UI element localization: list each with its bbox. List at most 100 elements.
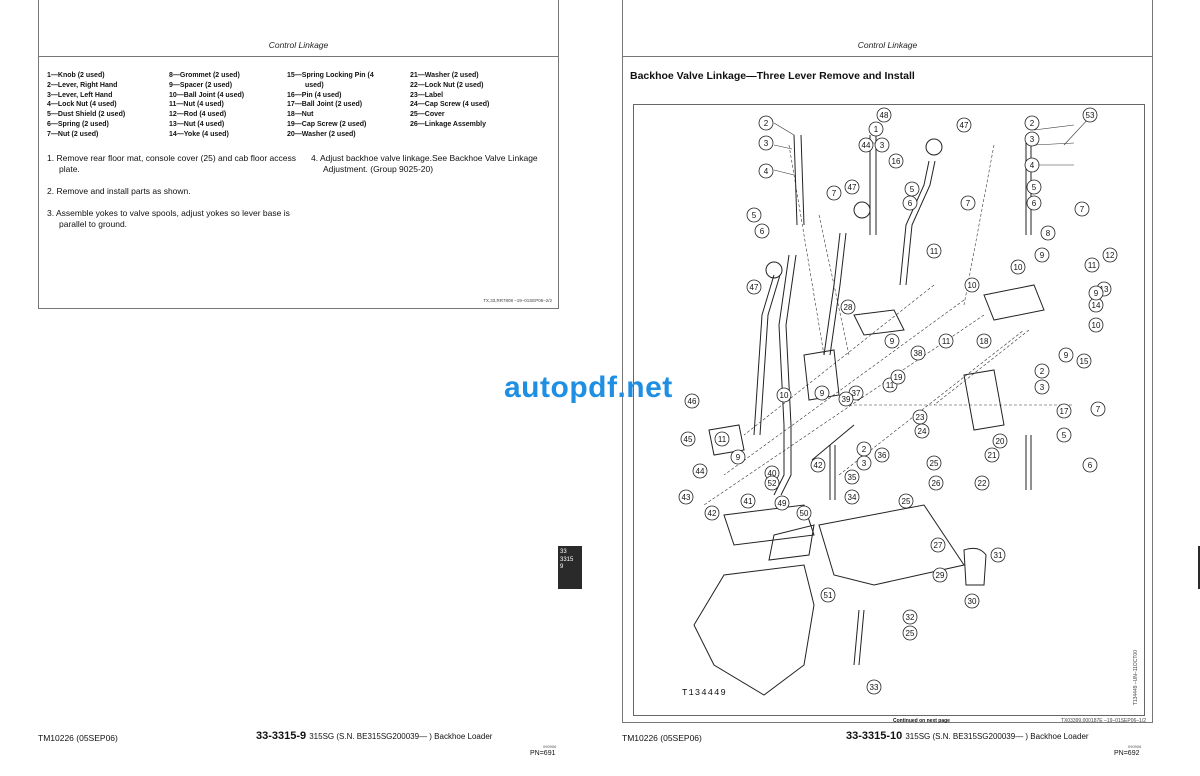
svg-text:6: 6: [908, 199, 913, 208]
svg-text:33: 33: [870, 683, 879, 692]
svg-text:47: 47: [960, 121, 969, 130]
svg-text:13: 13: [1100, 285, 1109, 294]
callout-1: 1: [868, 121, 884, 137]
svg-text:53: 53: [1086, 111, 1095, 120]
svg-text:11: 11: [886, 381, 895, 390]
legend-item: 21—Washer (2 used): [410, 72, 479, 79]
callout-51: 51: [820, 587, 836, 603]
svg-text:31: 31: [994, 551, 1003, 560]
callout-11: 11: [1084, 257, 1100, 273]
svg-text:50: 50: [800, 509, 809, 518]
callout-20: 20: [992, 433, 1008, 449]
callout-34: 34: [844, 489, 860, 505]
svg-text:6: 6: [760, 227, 765, 236]
callout-7: 7: [1090, 401, 1106, 417]
svg-text:3: 3: [1040, 383, 1045, 392]
callout-9: 9: [1034, 247, 1050, 263]
callout-6: 6: [1082, 457, 1098, 473]
svg-text:7: 7: [1096, 405, 1101, 414]
legend-item: 23—Label: [410, 91, 444, 99]
svg-text:2: 2: [1040, 367, 1045, 376]
tab-line: 3315: [560, 556, 574, 563]
legend-item: 1—Knob (2 used): [47, 72, 105, 79]
callout-2: 2: [1024, 115, 1040, 131]
legend-item: 24—Cap Screw (4 used): [410, 101, 490, 109]
svg-text:46: 46: [688, 397, 697, 406]
callout-17: 17: [1056, 403, 1072, 419]
svg-text:3: 3: [880, 141, 885, 150]
continued-note: Continued on next page: [893, 718, 950, 724]
svg-text:14: 14: [1092, 301, 1101, 310]
callout-5: 5: [746, 207, 762, 223]
svg-text:32: 32: [906, 613, 915, 622]
legend-item: 5—Dust Shield (2 used): [47, 111, 126, 119]
svg-text:5: 5: [1032, 183, 1037, 192]
svg-text:40: 40: [768, 469, 777, 478]
svg-text:30: 30: [968, 597, 977, 606]
callout-10: 10: [964, 277, 980, 293]
legend-item: 19—Cap Screw (2 used): [287, 120, 367, 128]
svg-text:22: 22: [978, 479, 987, 488]
callout-52: 52: [764, 475, 780, 491]
callout-2: 2: [856, 441, 872, 457]
svg-text:38: 38: [914, 349, 923, 358]
legend-item: 25—Cover: [410, 111, 445, 119]
svg-text:23: 23: [916, 413, 925, 422]
callout-9: 9: [730, 449, 746, 465]
figure-vertical-code: T134449 –UN–11OCT00: [1133, 649, 1139, 705]
callout-47: 47: [844, 179, 860, 195]
legend-item: 6—Spring (2 used): [47, 120, 109, 128]
svg-text:9: 9: [1064, 351, 1069, 360]
callout-9: 9: [884, 333, 900, 349]
callout-30: 30: [964, 593, 980, 609]
callout-9: 9: [1058, 347, 1074, 363]
step-2: 2. Remove and install parts as shown.: [47, 186, 191, 196]
svg-text:51: 51: [824, 591, 833, 600]
callout-3: 3: [1034, 379, 1050, 395]
svg-text:49: 49: [778, 499, 787, 508]
svg-text:4: 4: [764, 167, 769, 176]
parts-legend: 1—Knob (2 used)8—Grommet (2 used)15—Spri…: [47, 71, 552, 140]
legend-item: 12—Rod (4 used): [169, 111, 227, 119]
callout-15: 15: [1076, 353, 1092, 369]
control-linkage-section-right: Control Linkage Backhoe Valve Linkage—Th…: [622, 0, 1153, 724]
legend-item: 14—Yoke (4 used): [169, 130, 229, 138]
legend-item: 9—Spacer (2 used): [169, 81, 233, 89]
section-divider: [39, 56, 558, 57]
callout-27: 27: [930, 537, 946, 553]
tm-number: TM10226 (05SEP06): [622, 733, 702, 743]
callout-5: 5: [1026, 179, 1042, 195]
callout-2: 2: [758, 115, 774, 131]
callout-47: 47: [746, 279, 762, 295]
svg-text:8: 8: [1046, 229, 1051, 238]
svg-text:21: 21: [988, 451, 997, 460]
legend-item: used): [305, 81, 324, 89]
callout-3: 3: [1024, 131, 1040, 147]
date-code: 090906: [543, 744, 557, 749]
callout-39: 39: [838, 391, 854, 407]
callout-7: 7: [960, 195, 976, 211]
svg-text:11: 11: [718, 435, 727, 444]
svg-text:11: 11: [1088, 261, 1097, 270]
svg-text:10: 10: [780, 391, 789, 400]
svg-text:43: 43: [682, 493, 691, 502]
callout-22: 22: [974, 475, 990, 491]
legend-item: 26—Linkage Assembly: [410, 120, 486, 128]
svg-text:20: 20: [996, 437, 1005, 446]
left-page: Control Linkage 1—Knob (2 used)8—Grommet…: [38, 0, 582, 757]
svg-text:17: 17: [1060, 407, 1069, 416]
svg-text:11: 11: [930, 247, 939, 256]
callout-35: 35: [844, 469, 860, 485]
svg-text:52: 52: [768, 479, 777, 488]
callout-4: 4: [758, 163, 774, 179]
callout-18: 18: [976, 333, 992, 349]
legend-item: 4—Lock Nut (4 used): [47, 101, 117, 109]
svg-text:3: 3: [1030, 135, 1035, 144]
date-code: 090906: [1128, 744, 1142, 749]
svg-text:42: 42: [814, 461, 823, 470]
callout-6: 6: [1026, 195, 1042, 211]
svg-text:36: 36: [878, 451, 887, 460]
legend-item: 8—Grommet (2 used): [169, 72, 240, 79]
legend-item: 22—Lock Nut (2 used): [410, 81, 484, 89]
section-tab-right: 33 3315 10: [1198, 546, 1200, 589]
